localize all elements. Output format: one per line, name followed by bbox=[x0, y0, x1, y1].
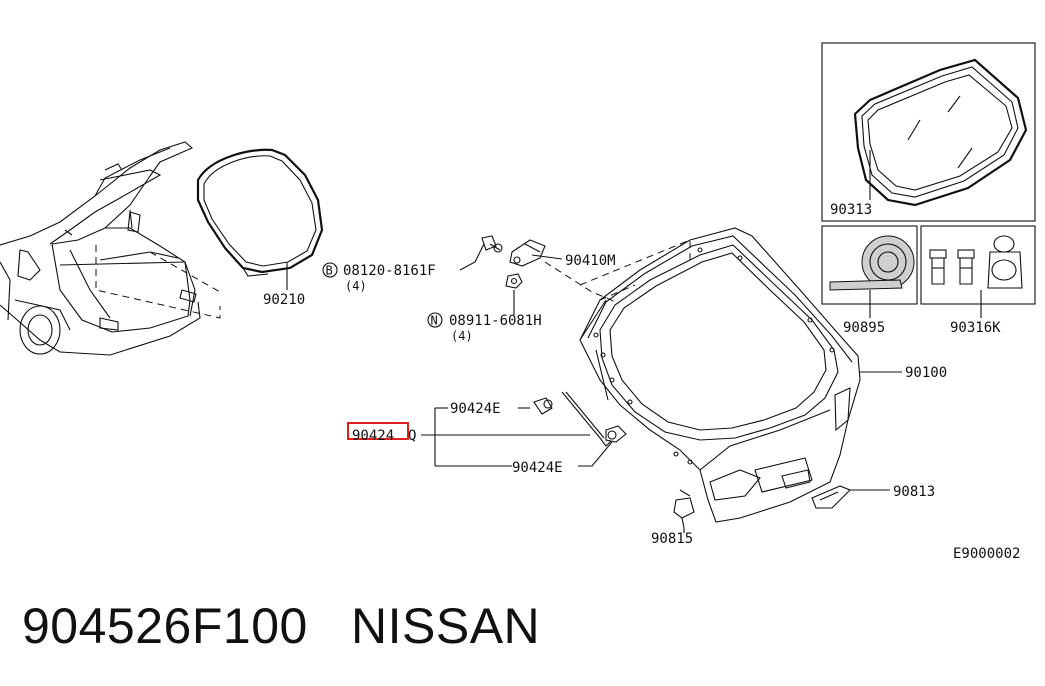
label-bolt-qty: (4) bbox=[345, 279, 367, 293]
label-bumper-rubber: 90815 bbox=[651, 531, 693, 547]
nut-callout: N 08911-6081H (4) bbox=[427, 312, 542, 343]
label-nut-qty: (4) bbox=[451, 329, 473, 343]
nut-prefix-badge: N bbox=[431, 314, 438, 328]
back-door-stay-illustration bbox=[533, 391, 627, 447]
car-body-illustration bbox=[0, 141, 221, 356]
part-caption: 904526F100 NISSAN bbox=[22, 597, 540, 655]
label-fastener-kit: 90316K bbox=[950, 320, 1001, 336]
hinge-hardware-illustration bbox=[481, 235, 546, 305]
label-handle: 90813 bbox=[893, 484, 935, 500]
label-hinge: 90410M bbox=[565, 253, 616, 269]
weatherstrip-seal-illustration bbox=[196, 148, 324, 277]
bolt-prefix-badge: B bbox=[326, 264, 333, 278]
label-stay-assembly-suffix: Q bbox=[408, 428, 416, 444]
label-back-door-panel: 90100 bbox=[905, 365, 947, 381]
leader-lines bbox=[286, 150, 982, 533]
label-dam-rubber: 90895 bbox=[843, 320, 885, 336]
label-nut-part: 08911-6081H bbox=[449, 313, 542, 329]
parts-diagram: 90210 B 08120-8161F (4) 90410M N 08911-6… bbox=[0, 42, 1036, 562]
back-door-panel-illustration bbox=[544, 227, 861, 523]
label-stay-assembly: 90424 bbox=[352, 428, 394, 444]
inset-fastener-kit bbox=[920, 225, 1036, 305]
inset-dam-rubber bbox=[821, 225, 918, 305]
inset-window-glass bbox=[821, 42, 1036, 222]
stay-assembly-callout: 90424 Q bbox=[347, 422, 416, 444]
label-window-glass: 90313 bbox=[830, 202, 872, 218]
label-seal: 90210 bbox=[263, 292, 305, 308]
label-stay-upper-bracket: 90424E bbox=[450, 401, 501, 417]
figure-code: E9000002 bbox=[953, 546, 1020, 562]
label-bolt-part: 08120-8161F bbox=[343, 263, 436, 279]
bumper-and-handle-illustration bbox=[673, 485, 851, 529]
brand-name: NISSAN bbox=[351, 598, 541, 654]
part-number: 904526F100 bbox=[22, 598, 308, 654]
highlight-box bbox=[347, 422, 409, 440]
label-stay-lower-bracket: 90424E bbox=[512, 460, 563, 476]
bolt-callout: B 08120-8161F (4) bbox=[322, 262, 436, 293]
